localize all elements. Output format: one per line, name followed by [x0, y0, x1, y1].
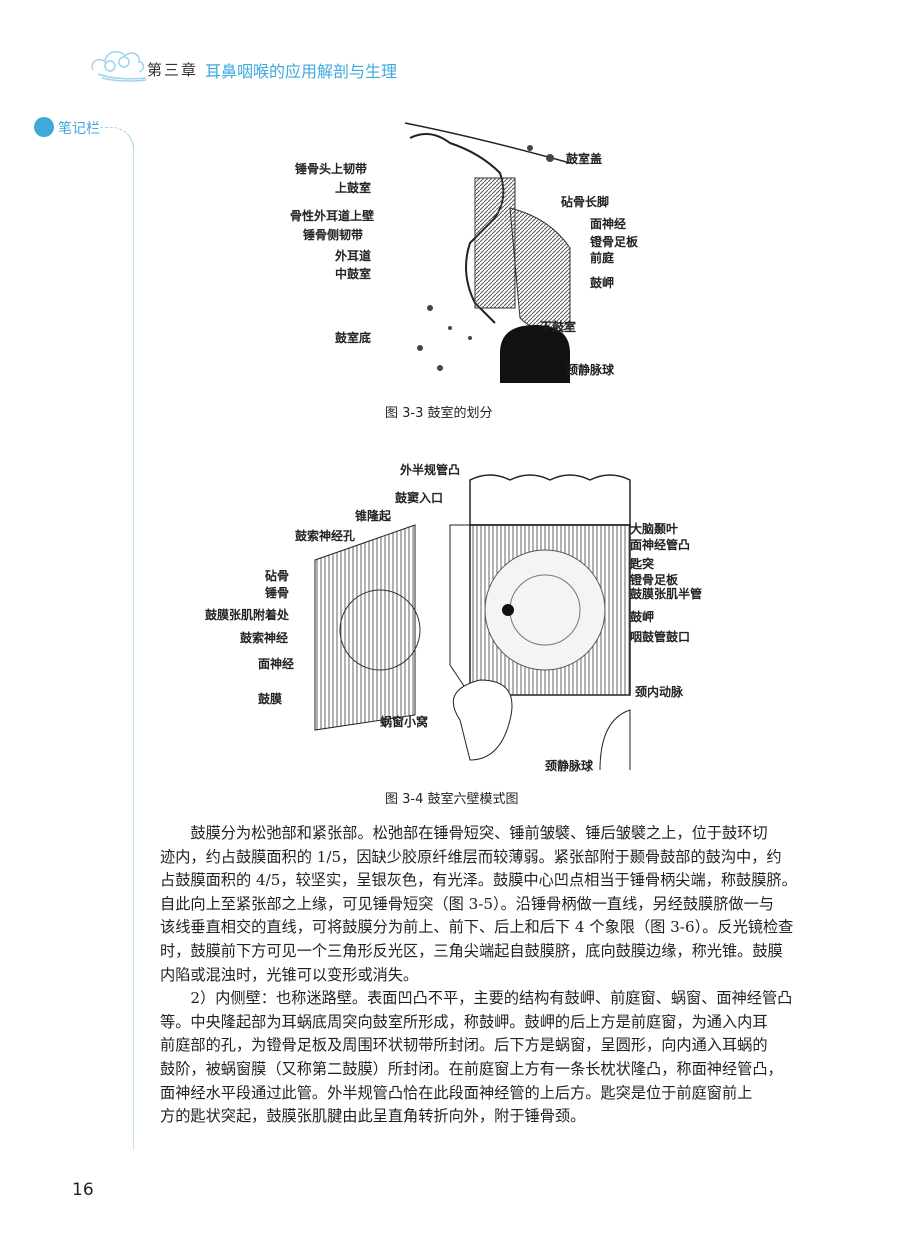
label-temporal-lobe: 大脑颞叶 — [630, 522, 679, 536]
cloud-ornament-icon — [91, 51, 147, 82]
text-line: 前庭部的孔，为镫骨足板及周围环状韧带所封闭。后下方是蜗窗，呈圆形，向内通入耳蜗的 — [160, 1036, 768, 1055]
label-stapes-footplate-2: 镫骨足板 — [630, 573, 679, 587]
label-malleus-superior-ligament: 锤骨头上韧带 — [295, 162, 368, 176]
chapter-number: 第三章 — [147, 61, 199, 79]
text-line: 鼓阶，被蜗窗膜（又称第二鼓膜）所封闭。在前庭窗上方有一条长枕状隆凸，称面神经管凸… — [160, 1059, 783, 1078]
label-hypotympanum: 下鼓室 — [540, 320, 577, 334]
label-facial-nerve-2: 面神经 — [258, 657, 295, 671]
label-lateral-malleal-ligament: 锤骨侧韧带 — [303, 228, 364, 242]
label-epitympanum: 上鼓室 — [335, 181, 372, 195]
sidebar-divider — [133, 150, 134, 1150]
notes-pen-icon — [34, 117, 54, 137]
text-line: 迹内，约占鼓膜面积的 1/5，因缺少胶原纤维层而较薄弱。紧张部附于颞骨鼓部的鼓沟… — [160, 847, 782, 866]
label-cochleariform-process: 匙突 — [630, 557, 655, 571]
body-text: 鼓膜分为松弛部和紧张部。松弛部在锤骨短突、锤前皱襞、锤后皱襞之上，位于鼓环切 迹… — [160, 822, 797, 1129]
label-tympanic-membrane: 鼓膜 — [258, 692, 283, 706]
label-mesotympanum: 中鼓室 — [335, 267, 372, 281]
sidebar-divider-curve — [100, 127, 134, 157]
label-incus-long-process: 砧骨长脚 — [561, 195, 610, 209]
label-facial-nerve: 面神经 — [590, 217, 627, 231]
figure-3-4-caption: 图 3-4 鼓室六壁模式图 — [385, 792, 519, 807]
label-vestibule: 前庭 — [590, 251, 615, 265]
label-jugular-bulb: 颈静脉球 — [566, 363, 615, 377]
text-line: 占鼓膜面积的 4/5，较坚实，呈银灰色，有光泽。鼓膜中心凹点相当于锤骨柄尖端，称… — [160, 871, 797, 890]
label-promontory-2: 鼓岬 — [630, 610, 655, 624]
label-chorda-tympani-aperture: 鼓索神经孔 — [295, 529, 356, 543]
page-number: 16 — [72, 1180, 94, 1200]
figure-3-3-caption: 图 3-3 鼓室的划分 — [385, 406, 493, 421]
figure-six-walls-drawing — [314, 474, 631, 770]
label-tympanic-floor: 鼓室底 — [335, 331, 372, 345]
text-line: 该线垂直相交的直线，可将鼓膜分为前上、前下、后上和后下 4 个象限（图 3-6）… — [160, 918, 794, 937]
figure-tympanic-division-drawing — [404, 122, 571, 383]
label-tensor-semicanal: 鼓膜张肌半管 — [630, 587, 703, 601]
label-tegmen: 鼓室盖 — [566, 152, 603, 166]
text-line: 自此向上至紧张部之上缘，可见锤骨短突（图 3-5）。沿锤骨柄做一直线，另经鼓膜脐… — [160, 894, 774, 913]
label-pyramidal-eminence: 锥隆起 — [355, 509, 392, 523]
text-line: 等。中央隆起部为耳蜗底周突向鼓室所形成，称鼓岬。鼓岬的后上方是前庭窗，为通入内耳 — [160, 1012, 768, 1031]
label-malleus: 锤骨 — [265, 586, 290, 600]
label-incus: 砧骨 — [265, 569, 290, 583]
label-promontory: 鼓岬 — [590, 276, 615, 290]
notes-column-label: 笔记栏 — [58, 121, 100, 137]
text-line: 时，鼓膜前下方可见一个三角形反光区，三角尖端起自鼓膜脐，底向鼓膜边缘，称光锥。鼓… — [160, 941, 783, 960]
text-line: 方的匙状突起，鼓膜张肌腱由此呈直角转折向外，附于锤骨颈。 — [160, 1107, 586, 1126]
chapter-title: 耳鼻咽喉的应用解剖与生理 — [205, 62, 398, 81]
label-bony-canal-roof: 骨性外耳道上壁 — [290, 209, 375, 223]
label-round-window-niche: 蜗窗小窝 — [380, 715, 429, 729]
text-line: 内陷或混浊时，光锥可以变形或消失。 — [160, 965, 419, 984]
label-eustachian-orifice: 咽鼓管鼓口 — [630, 630, 691, 644]
label-aditus: 鼓窦入口 — [395, 491, 444, 505]
label-tensor-attachment: 鼓膜张肌附着处 — [205, 608, 290, 622]
label-chorda-tympani: 鼓索神经 — [240, 631, 289, 645]
label-external-canal: 外耳道 — [335, 249, 372, 263]
text-line: 鼓膜分为松弛部和紧张部。松弛部在锤骨短突、锤前皱襞、锤后皱襞之上，位于鼓环切 — [160, 824, 768, 842]
label-jugular-bulb-2: 颈静脉球 — [545, 759, 594, 773]
label-stapes-footplate: 镫骨足板 — [590, 235, 639, 249]
label-facial-canal-prominence: 面神经管凸 — [630, 538, 691, 552]
label-lateral-canal-prominence: 外半规管凸 — [400, 463, 461, 477]
text-line: 面神经水平段通过此管。外半规管凸恰在此段面神经管的上后方。匙突是位于前庭窗前上 — [160, 1083, 753, 1102]
label-internal-carotid: 颈内动脉 — [635, 685, 684, 699]
text-line: 2）内侧壁：也称迷路壁。表面凹凸不平，主要的结构有鼓岬、前庭窗、蜗窗、面神经管凸 — [160, 989, 793, 1008]
